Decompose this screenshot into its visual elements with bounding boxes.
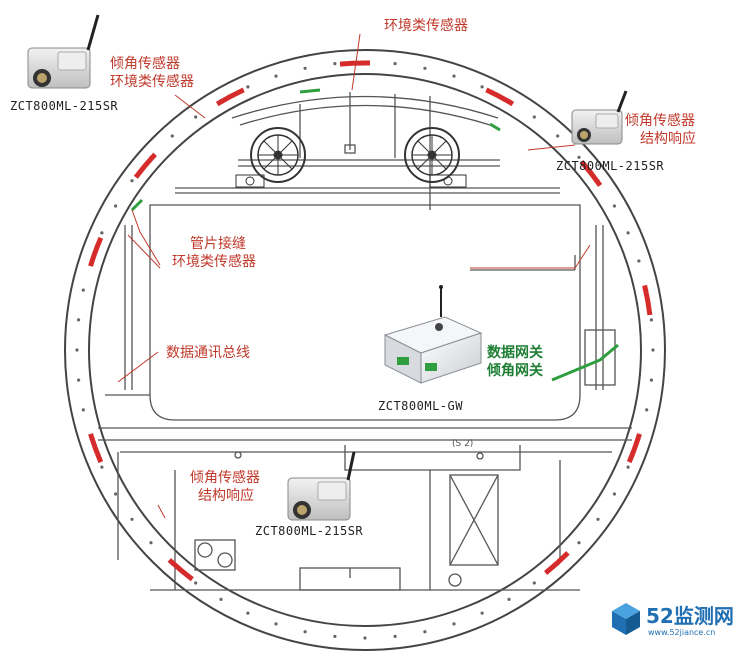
bolt-dot xyxy=(246,85,249,88)
brand-url: www.52jiance.cn xyxy=(648,628,715,637)
bolt-dot xyxy=(219,598,222,601)
bolt-dot xyxy=(75,348,78,351)
bolt-dot xyxy=(577,541,580,544)
bolt-dot xyxy=(481,612,484,615)
bolt-dot xyxy=(77,379,80,382)
bolt-dot xyxy=(651,348,654,351)
bolt-dot xyxy=(645,408,648,411)
model-label-bottom: ZCT800ML-215SR xyxy=(255,524,363,538)
label-tilt-sensor-2: 倾角传感器 xyxy=(625,112,695,129)
bolt-dot xyxy=(394,62,397,65)
bolt-dot xyxy=(274,75,277,78)
trolley-wheel-right xyxy=(405,128,466,187)
model-label-top-left: ZCT800ML-215SR xyxy=(10,99,118,113)
sensor-marker xyxy=(629,434,639,462)
bolt-dot xyxy=(627,466,630,469)
brand-logo: 52监测网 www.52jiance.cn xyxy=(612,603,734,637)
model-label-top-right: ZCT800ML-215SR xyxy=(556,159,664,173)
bolt-dot xyxy=(363,636,366,639)
brand-name: 52监测网 xyxy=(646,604,734,628)
label-tilt-sensor-1: 倾角传感器 xyxy=(110,55,180,72)
bolt-dot xyxy=(650,318,653,321)
bolt-dot xyxy=(100,231,103,234)
bolt-dot xyxy=(100,466,103,469)
bolt-dot xyxy=(650,379,653,382)
tilt-sensor-device-top-left xyxy=(28,15,98,88)
trolley-wheel-left xyxy=(236,128,305,187)
bolt-dot xyxy=(274,622,277,625)
bolt-dot xyxy=(171,134,174,137)
segment-bolts xyxy=(75,60,654,639)
bolt-dot xyxy=(149,541,152,544)
bolt-dot xyxy=(533,581,536,584)
sensor-marker xyxy=(91,238,101,266)
track-marking: (S 2) xyxy=(452,439,473,449)
label-data-bus: 数据通讯总线 xyxy=(166,345,250,361)
sensor-marker xyxy=(645,285,650,315)
label-segment-seam: 管片接缝 xyxy=(190,235,246,252)
data-gateway-device xyxy=(385,285,481,383)
bolt-dot xyxy=(114,204,117,207)
bolt-dot xyxy=(304,67,307,70)
bolt-dot xyxy=(481,85,484,88)
label-env-sensor-1: 环境类传感器 xyxy=(110,73,194,90)
tilt-sensor-device-top-right xyxy=(572,91,626,144)
network-link-top-right xyxy=(490,124,500,130)
sensor-marker xyxy=(217,90,244,104)
bolt-dot xyxy=(333,62,336,65)
label-struct-response-2: 结构响应 xyxy=(640,130,696,147)
bolt-dot xyxy=(194,581,197,584)
label-data-gateway: 数据网关 xyxy=(487,344,543,361)
bolt-dot xyxy=(246,612,249,615)
bolt-dot xyxy=(77,318,80,321)
bolt-dot xyxy=(533,115,536,118)
bolt-dot xyxy=(194,115,197,118)
bolt-dot xyxy=(613,204,616,207)
bolt-dot xyxy=(333,635,336,638)
bolt-dot xyxy=(452,622,455,625)
label-tilt-gateway: 倾角网关 xyxy=(486,362,543,379)
bolt-dot xyxy=(423,67,426,70)
bolt-dot xyxy=(82,289,85,292)
network-links xyxy=(132,90,618,380)
bolt-dot xyxy=(114,492,117,495)
label-struct-response-3: 结构响应 xyxy=(198,487,254,504)
sensor-marker xyxy=(91,434,101,462)
bolt-dot xyxy=(130,179,133,182)
bolt-dot xyxy=(507,598,510,601)
sensor-marker xyxy=(340,63,370,64)
bolt-dot xyxy=(394,635,397,638)
carriage-body xyxy=(105,205,615,420)
bolt-dot xyxy=(613,492,616,495)
bolt-dot xyxy=(452,75,455,78)
bolt-dot xyxy=(130,518,133,521)
model-label-gateway: ZCT800ML-GW xyxy=(378,399,463,413)
bolt-dot xyxy=(82,408,85,411)
bolt-dot xyxy=(556,134,559,137)
bolt-dot xyxy=(304,630,307,633)
label-tilt-sensor-3: 倾角传感器 xyxy=(190,469,260,486)
bolt-dot xyxy=(637,259,640,262)
bolt-dot xyxy=(423,630,426,633)
bolt-dot xyxy=(627,231,630,234)
label-top-env-sensor: 环境类传感器 xyxy=(384,17,468,34)
tilt-sensor-device-bottom xyxy=(288,452,354,520)
bolt-dot xyxy=(596,518,599,521)
sensor-marker xyxy=(486,90,513,104)
network-link-top xyxy=(300,90,320,92)
label-env-sensor-2: 环境类传感器 xyxy=(172,253,256,270)
cube-icon xyxy=(612,603,640,635)
